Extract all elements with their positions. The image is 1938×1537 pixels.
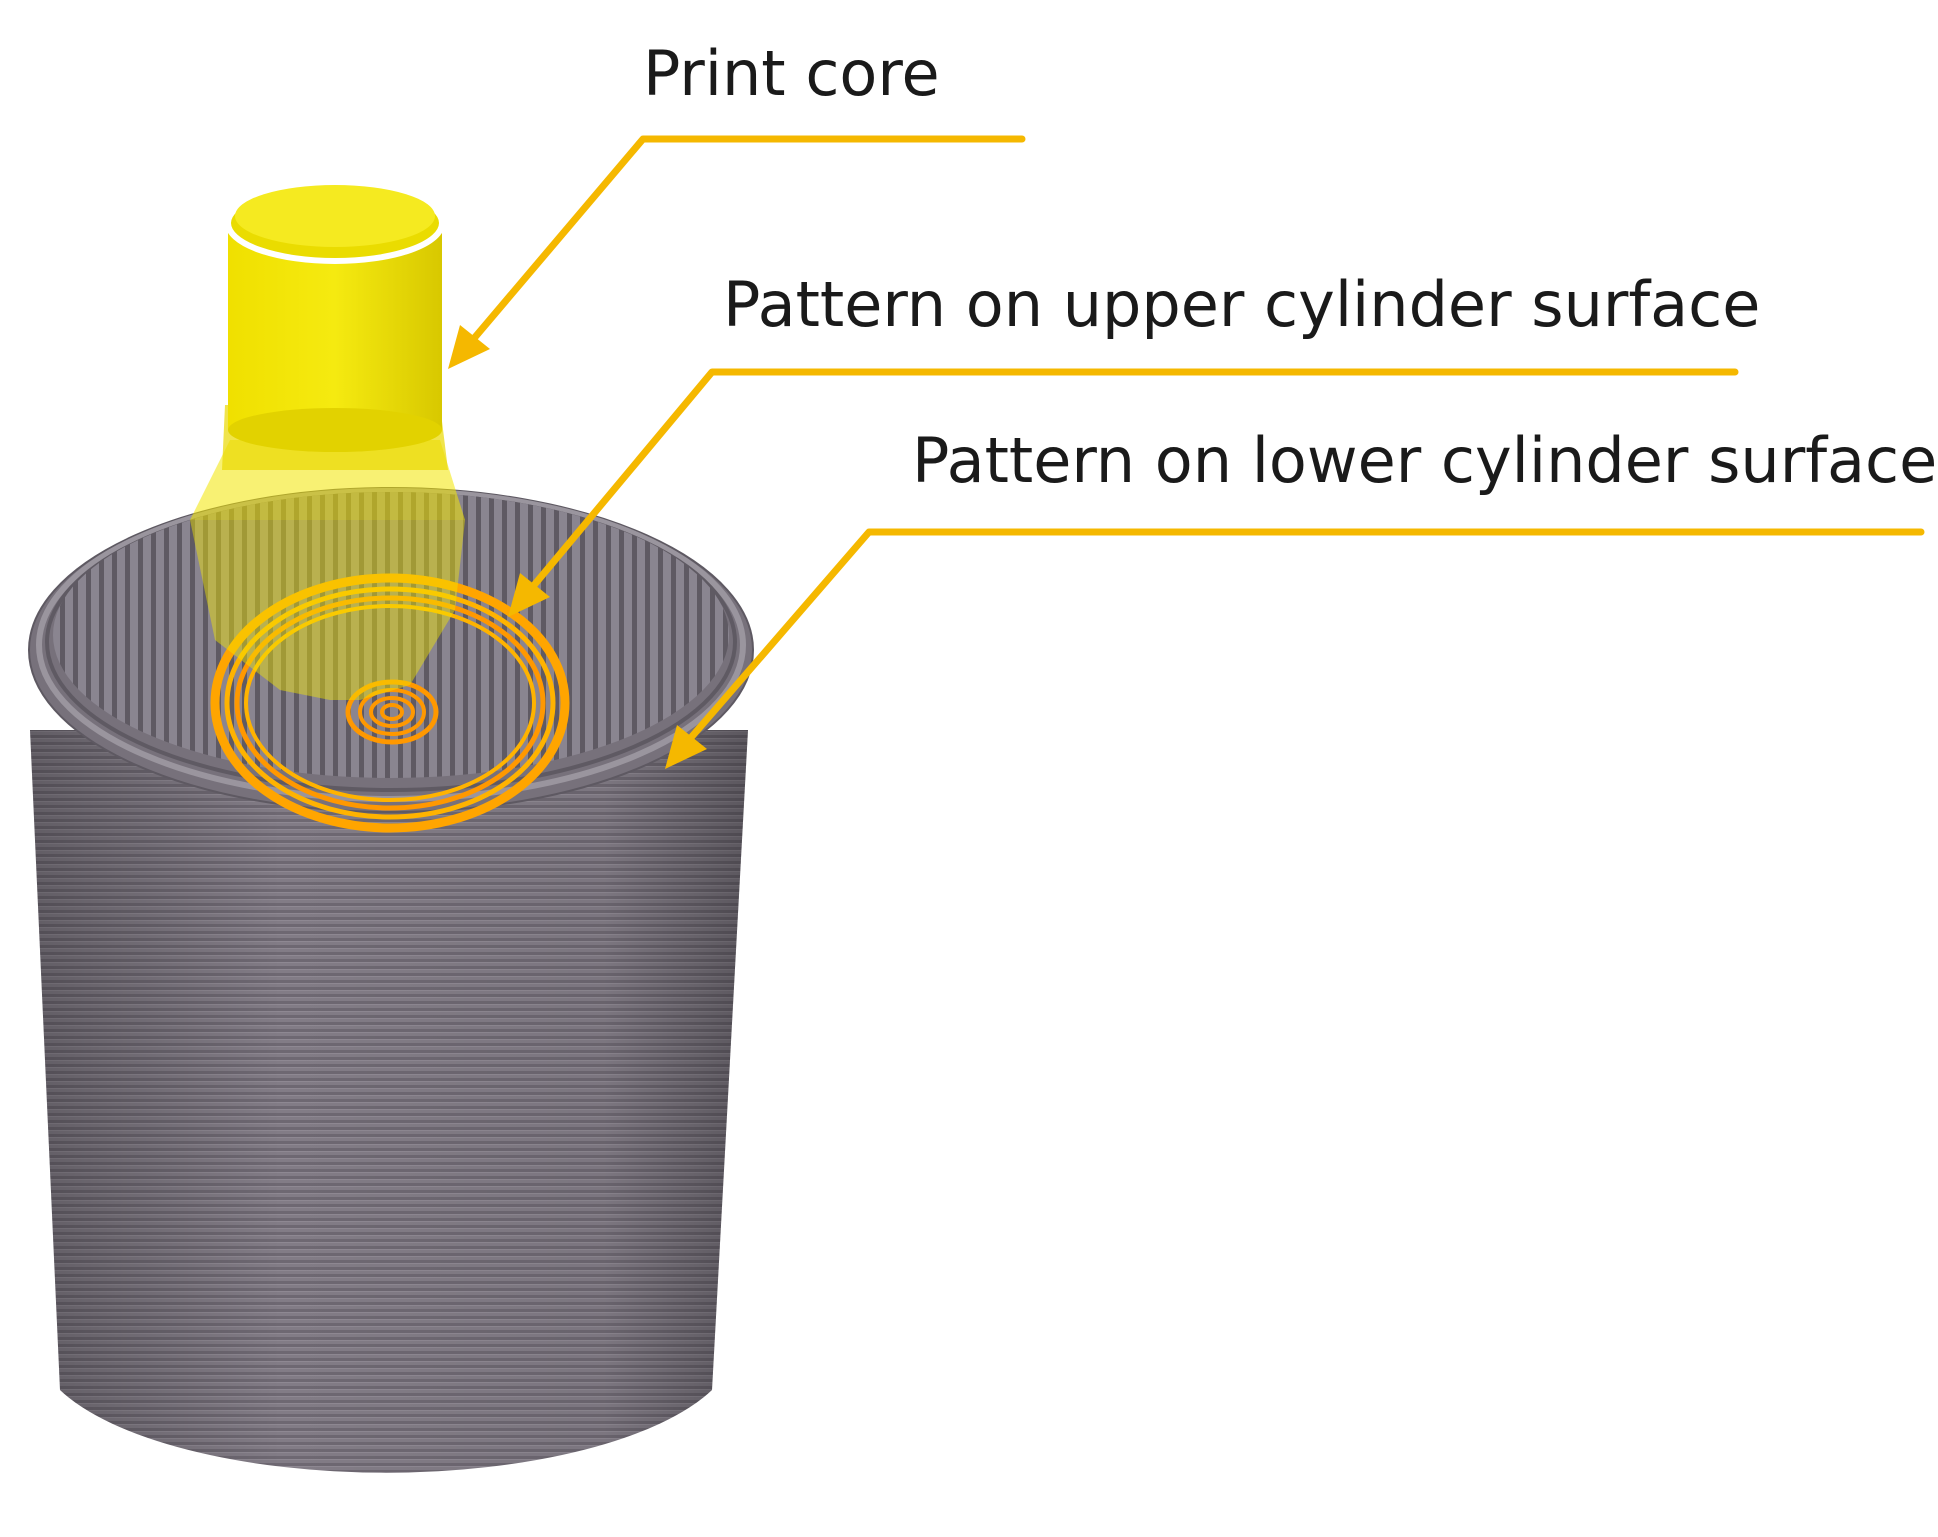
arrowheads [448,325,707,769]
leader-lines [461,135,1925,752]
leader-line-lower-pattern [678,528,1925,752]
cylinder-side-shading [30,730,748,1473]
arrowhead-print-core [448,325,490,369]
arrowhead-upper-pattern [508,573,550,617]
leader-line-print-core [461,135,1026,353]
print-core [190,182,465,700]
label-print-core: Print core [643,37,940,110]
label-lower-pattern: Pattern on lower cylinder surface [912,424,1937,497]
cylinder-top-infill [53,492,729,778]
upper-pattern-large-ring [210,573,570,833]
printed-cylinder [28,487,754,1473]
arrowhead-lower-pattern [665,725,707,769]
label-upper-pattern: Pattern on upper cylinder surface [723,268,1760,341]
print-core-cone [190,520,465,700]
pattern-rings [210,573,570,833]
upper-pattern-small-rings [345,679,439,745]
leader-line-upper-pattern [521,368,1739,600]
